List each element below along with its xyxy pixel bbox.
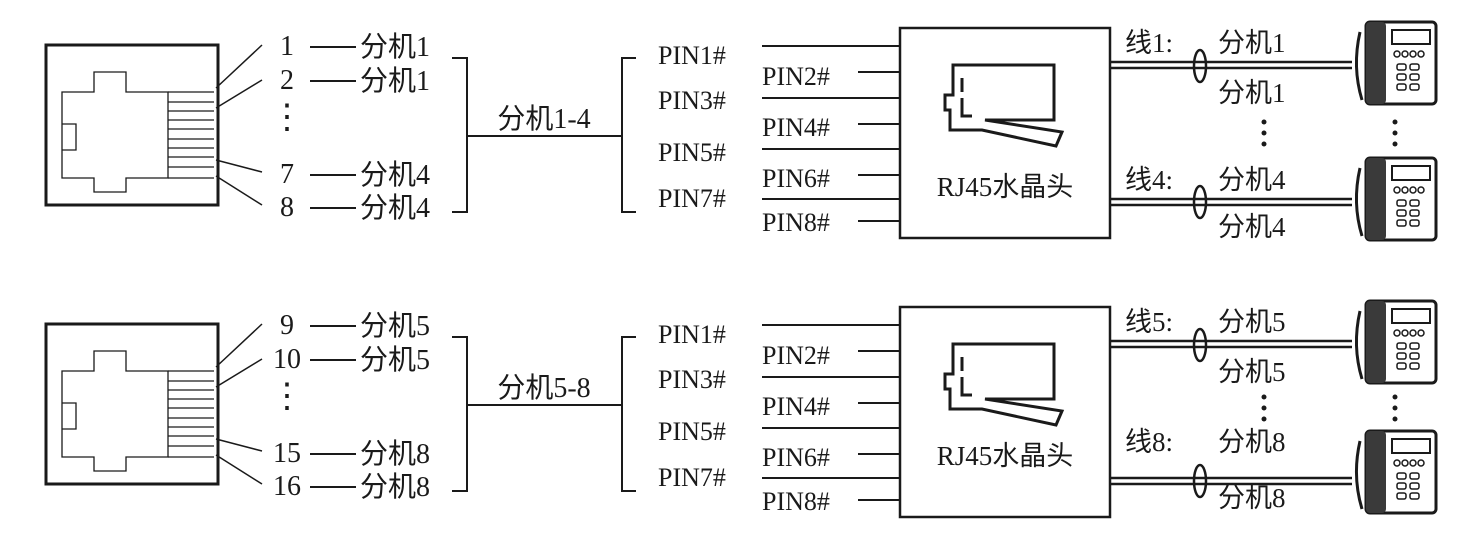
- pin-label: PIN4#: [762, 113, 830, 142]
- ellipsis-dots: ⋮: [270, 378, 304, 415]
- extension-label: 分机5: [360, 310, 430, 342]
- leader-lines: [215, 323, 263, 485]
- ellipsis-dots: [1261, 119, 1398, 147]
- bundle-label: 分机5-8: [497, 372, 590, 404]
- left-bracket: [452, 336, 468, 492]
- extension-label: 分机4: [1218, 165, 1286, 195]
- line-label: 线4:: [1125, 165, 1173, 195]
- pin-label: PIN2#: [762, 341, 830, 370]
- extension-label: 分机5: [1218, 307, 1286, 337]
- pin-label: PIN7#: [658, 184, 726, 213]
- rj45-label: RJ45水晶头: [937, 441, 1074, 471]
- group-2: 9 10 ⋮ 15 16 分机5 分机5 分机8 分机8 分机5-8 PIN1#…: [44, 299, 1438, 519]
- pin-label: PIN5#: [658, 417, 726, 446]
- pin-label: PIN5#: [658, 138, 726, 167]
- pin-label: PIN8#: [762, 208, 830, 237]
- extension-label: 分机1: [360, 65, 430, 97]
- twist-marker: [1192, 463, 1208, 499]
- pin-label: PIN6#: [762, 443, 830, 472]
- output-lines: [1110, 60, 1352, 207]
- port-pin-number: 2: [280, 65, 294, 96]
- rj45-box: [898, 26, 1112, 240]
- pin-label: PIN3#: [658, 365, 726, 394]
- rj45-box: [898, 305, 1112, 519]
- port-pin-number: 9: [280, 310, 294, 341]
- line-label: 线1:: [1125, 28, 1173, 58]
- line-label: 线5:: [1125, 307, 1173, 337]
- pin-label: PIN1#: [658, 320, 726, 349]
- extension-label: 分机8: [360, 471, 430, 503]
- pin-label: PIN3#: [658, 86, 726, 115]
- rj45-jack-icon: [44, 43, 220, 207]
- left-bracket: [452, 57, 468, 213]
- twist-marker: [1192, 184, 1208, 220]
- ellipsis-dots: ⋮: [270, 99, 304, 136]
- desk-phone-icon: [1354, 299, 1438, 385]
- extension-label: 分机8: [1218, 483, 1286, 513]
- leader-lines: [215, 44, 263, 206]
- line-label: 线8:: [1125, 427, 1173, 457]
- pin-wires: [762, 324, 900, 501]
- group-1: 1 2 ⋮ 7 8 分机1 分机1 分机4 分机4 分机1-4 PIN1# PI…: [44, 20, 1438, 242]
- extension-label: 分机1: [360, 31, 430, 63]
- port-pin-number: 8: [280, 192, 294, 223]
- right-bracket: [621, 57, 636, 213]
- pin-label: PIN6#: [762, 164, 830, 193]
- output-lines: [1110, 339, 1352, 486]
- pin-label: PIN4#: [762, 392, 830, 421]
- pin-wires: [762, 45, 900, 222]
- rj45-label: RJ45水晶头: [937, 172, 1074, 202]
- pin-label: PIN7#: [658, 463, 726, 492]
- pin-label: PIN8#: [762, 487, 830, 516]
- port-pin-number: 1: [280, 31, 294, 62]
- port-pin-number: 10: [273, 344, 301, 375]
- extension-label: 分机4: [1218, 212, 1286, 242]
- rj45-plug-icon: [943, 342, 1065, 427]
- bundle-label: 分机1-4: [497, 103, 590, 135]
- extension-label: 分机4: [360, 192, 430, 224]
- right-bracket: [621, 336, 636, 492]
- extension-label: 分机5: [1218, 357, 1286, 387]
- rj45-plug-icon: [943, 63, 1065, 148]
- twist-marker: [1192, 48, 1208, 84]
- extension-label: 分机1: [1218, 78, 1286, 108]
- port-pin-number: 15: [273, 438, 301, 469]
- extension-label: 分机4: [360, 159, 430, 191]
- desk-phone-icon: [1354, 429, 1438, 515]
- pin-label: PIN1#: [658, 41, 726, 70]
- pin-label: PIN2#: [762, 62, 830, 91]
- port-pin-number: 7: [280, 159, 294, 190]
- twist-marker: [1192, 327, 1208, 363]
- port-pin-number: 16: [273, 471, 301, 502]
- extension-label: 分机8: [1218, 427, 1286, 457]
- rj45-jack-icon: [44, 322, 220, 486]
- extension-label: 分机1: [1218, 28, 1286, 58]
- extension-label: 分机8: [360, 438, 430, 470]
- desk-phone-icon: [1354, 156, 1438, 242]
- desk-phone-icon: [1354, 20, 1438, 106]
- ellipsis-dots: [1261, 394, 1398, 422]
- extension-label: 分机5: [360, 344, 430, 376]
